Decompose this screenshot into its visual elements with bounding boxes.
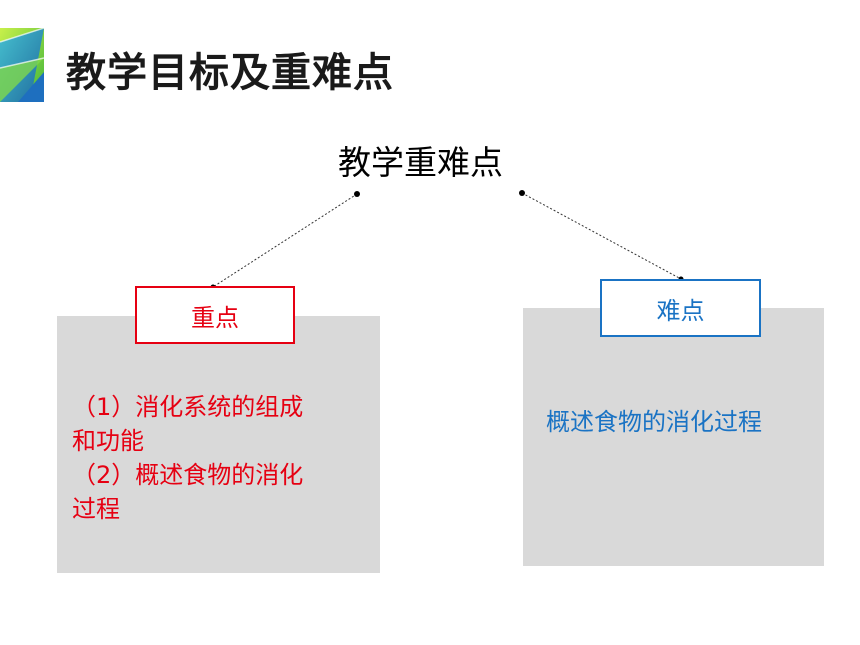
key-points-panel bbox=[57, 316, 380, 573]
list-item: （1）消化系统的组成 bbox=[72, 393, 304, 421]
diagram-title: 教学重难点 bbox=[338, 143, 503, 182]
page-title: 教学目标及重难点 bbox=[66, 50, 394, 96]
connector-dot bbox=[354, 191, 360, 197]
difficult-points-label: 难点 bbox=[656, 296, 705, 325]
difficult-points-text: 概述食物的消化过程 bbox=[546, 408, 762, 436]
difficult-points-tag: 难点 bbox=[600, 279, 761, 337]
key-points-list: （1）消化系统的组成 和功能 （2）概述食物的消化 过程 bbox=[72, 390, 372, 526]
key-points-label: 重点 bbox=[191, 303, 239, 332]
key-points-tag: 重点 bbox=[135, 286, 295, 344]
logo-icon bbox=[0, 28, 44, 102]
list-item: （2）概述食物的消化 bbox=[72, 461, 304, 489]
connector-right bbox=[521, 192, 682, 280]
difficult-points-panel bbox=[523, 308, 824, 566]
list-item: 过程 bbox=[72, 495, 120, 523]
list-item: 和功能 bbox=[72, 427, 144, 455]
connector-dot bbox=[519, 190, 525, 196]
connector-left bbox=[212, 193, 358, 288]
